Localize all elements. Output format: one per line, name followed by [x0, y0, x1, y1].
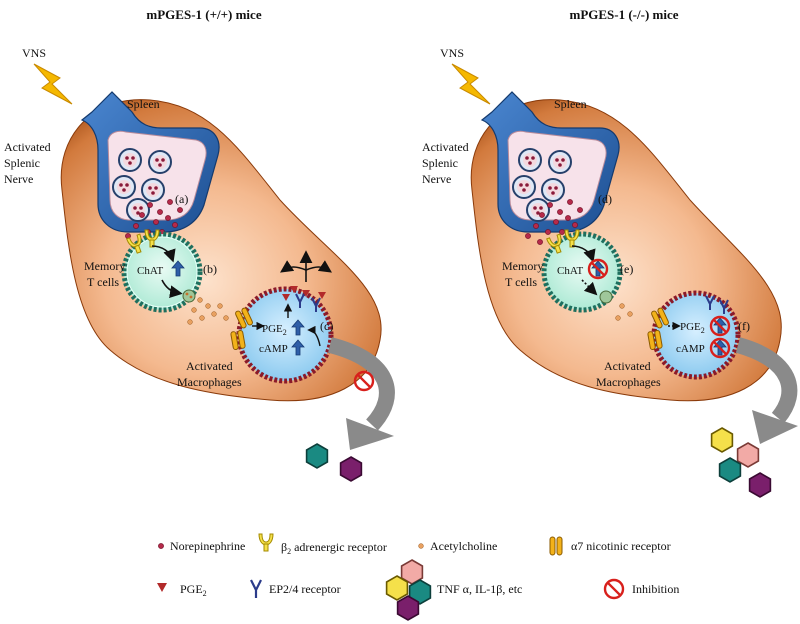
nerve-label-1: Activated — [4, 140, 51, 154]
nerve-label-2: Splenic — [422, 156, 458, 170]
activated-macrophage — [236, 286, 334, 384]
nerve-label-1: Activated — [422, 140, 469, 154]
label-c: (c) — [320, 319, 333, 333]
cytokine-cluster-icon — [385, 559, 432, 621]
macrophage-label-2: Macrophages — [596, 375, 661, 389]
nerve-label-3: Nerve — [4, 172, 33, 186]
ep24-receptor-icon — [250, 579, 262, 598]
macrophage-label-2: Macrophages — [177, 375, 242, 389]
macrophage-label-1: Activated — [604, 359, 651, 373]
vns-label: VNS — [22, 46, 46, 60]
label-b: (b) — [203, 262, 217, 276]
chat-label: ChAT — [557, 265, 584, 277]
norepinephrine-icon — [158, 543, 164, 549]
legend-acetylcholine: Acetylcholine — [430, 539, 497, 553]
vns-lightning-icon — [451, 63, 491, 105]
pge2-label: PGE2 — [262, 323, 287, 337]
panel-knockout: mPGES-1 (-/-) mice VNS Spleen Activated … — [422, 7, 798, 498]
legend-inhibition: Inhibition — [632, 582, 679, 596]
legend-norepinephrine: Norepinephrine — [170, 539, 245, 553]
memory-label-2: T cells — [505, 275, 537, 289]
legend-cytokines: TNF α, IL-1β, etc — [437, 582, 522, 596]
memory-label-1: Memory — [502, 259, 543, 273]
pge2-triangle-icon — [157, 583, 167, 592]
chat-label: ChAT — [137, 265, 164, 277]
cytokine-teal-icon — [718, 457, 742, 483]
pge2-label: PGE2 — [680, 321, 705, 335]
acetylcholine-icon — [418, 543, 424, 549]
camp-label: cAMP — [676, 343, 705, 355]
legend-a7: α7 nicotinic receptor — [571, 539, 671, 553]
vns-label: VNS — [440, 46, 464, 60]
beta2-receptor-icon — [258, 533, 274, 552]
nerve-label-2: Splenic — [4, 156, 40, 170]
legend-beta2: β2 adrenergic receptor — [281, 540, 387, 556]
spleen-label: Spleen — [554, 97, 587, 111]
inhibition-icon — [353, 370, 375, 392]
panel-title: mPGES-1 (+/+) mice — [146, 7, 261, 22]
macrophage-label-1: Activated — [186, 359, 233, 373]
inhibition-icon — [603, 578, 625, 600]
nerve-label-3: Nerve — [422, 172, 451, 186]
cytokine-purple-icon — [748, 472, 772, 498]
vns-lightning-icon — [33, 63, 73, 105]
a7-receptor-icon — [549, 536, 563, 556]
label-a: (a) — [175, 192, 188, 206]
cytokine-teal-icon — [305, 443, 329, 469]
label-f: (f) — [738, 319, 750, 333]
cytokine-release-arrow — [327, 337, 395, 431]
cytokine-purple-icon — [339, 456, 363, 482]
memory-t-cell — [541, 231, 623, 313]
spleen-label: Spleen — [127, 97, 160, 111]
panel-wildtype: mPGES-1 (+/+) mice VNS Spleen Activated … — [4, 7, 395, 482]
legend: Norepinephrine β2 adrenergic receptor Ac… — [157, 533, 679, 621]
panel-title: mPGES-1 (-/-) mice — [569, 7, 678, 22]
label-e: (e) — [620, 262, 633, 276]
camp-label: cAMP — [259, 343, 288, 355]
legend-ep24: EP2/4 receptor — [269, 582, 341, 596]
memory-label-2: T cells — [87, 275, 119, 289]
cytokine-release-arrow — [735, 337, 798, 424]
memory-label-1: Memory — [84, 259, 125, 273]
label-d: (d) — [598, 192, 612, 206]
cytokine-yellow-icon — [710, 427, 734, 453]
legend-pge2: PGE2 — [180, 582, 207, 598]
